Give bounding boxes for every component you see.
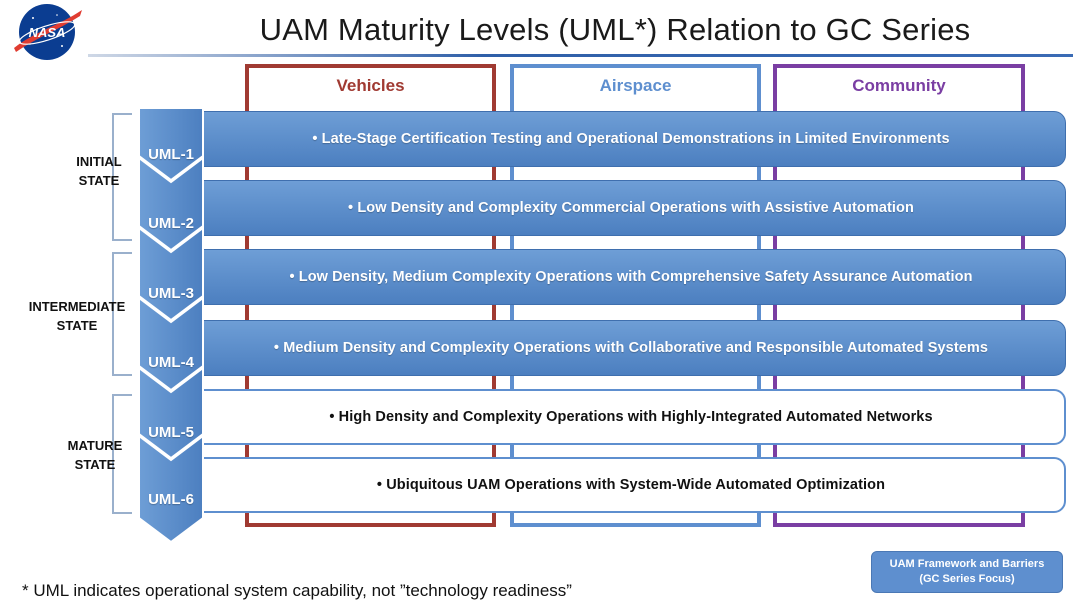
maturity-chevron-arrow bbox=[138, 108, 204, 544]
level-bar-text: • Low Density, Medium Complexity Operati… bbox=[289, 269, 973, 285]
title-divider bbox=[88, 54, 1073, 57]
state-label-line: STATE bbox=[78, 173, 120, 188]
logo-text: NASA bbox=[29, 25, 66, 40]
state-bracket-initial bbox=[112, 113, 132, 241]
column-header-vehicles: Vehicles bbox=[336, 76, 405, 95]
column-header-community: Community bbox=[852, 76, 946, 95]
framework-button-line2: (GC Series Focus) bbox=[919, 573, 1015, 585]
level-bar-uml-1: • Late-Stage Certification Testing and O… bbox=[196, 111, 1066, 167]
level-bar-text: • Late-Stage Certification Testing and O… bbox=[312, 131, 950, 147]
level-bar-text: • Medium Density and Complexity Operatio… bbox=[273, 340, 989, 356]
state-label-initial: INITIAL STATE bbox=[44, 152, 154, 190]
uml-label-2: UML-2 bbox=[148, 215, 194, 232]
framework-barriers-button[interactable]: UAM Framework and Barriers (GC Series Fo… bbox=[871, 551, 1063, 593]
state-label-line: MATURE bbox=[67, 438, 123, 453]
state-label-line: INITIAL bbox=[76, 154, 122, 169]
level-bar-text: • Low Density and Complexity Commercial … bbox=[348, 200, 914, 216]
level-bar-uml-3: • Low Density, Medium Complexity Operati… bbox=[196, 249, 1066, 305]
level-bar-text: • Ubiquitous UAM Operations with System-… bbox=[376, 477, 886, 493]
uml-label-3: UML-3 bbox=[148, 285, 194, 302]
state-bracket-intermediate bbox=[112, 252, 132, 376]
level-bar-uml-5: • High Density and Complexity Operations… bbox=[196, 389, 1066, 445]
column-header-airspace: Airspace bbox=[599, 76, 672, 95]
page-title: UAM Maturity Levels (UML*) Relation to G… bbox=[259, 12, 971, 47]
state-label-intermediate: INTERMEDIATE STATE bbox=[22, 297, 132, 335]
uml-label-4: UML-4 bbox=[148, 354, 194, 371]
footnote: * UML indicates operational system capab… bbox=[22, 581, 572, 600]
level-bar-uml-4: • Medium Density and Complexity Operatio… bbox=[196, 320, 1066, 376]
nasa-meatball-icon: NASA bbox=[14, 4, 82, 60]
state-label-line: STATE bbox=[74, 457, 116, 472]
uml-label-6: UML-6 bbox=[148, 491, 194, 508]
framework-button-line1: UAM Framework and Barriers bbox=[889, 558, 1045, 570]
level-bar-text: • High Density and Complexity Operations… bbox=[329, 409, 933, 425]
level-bar-uml-6: • Ubiquitous UAM Operations with System-… bbox=[196, 457, 1066, 513]
level-bar-uml-2: • Low Density and Complexity Commercial … bbox=[196, 180, 1066, 236]
state-label-line: STATE bbox=[56, 318, 98, 333]
state-bracket-mature bbox=[112, 394, 132, 514]
state-label-line: INTERMEDIATE bbox=[28, 299, 126, 314]
state-label-mature: MATURE STATE bbox=[40, 436, 150, 474]
uml-label-5: UML-5 bbox=[148, 424, 194, 441]
uml-label-1: UML-1 bbox=[148, 146, 194, 163]
